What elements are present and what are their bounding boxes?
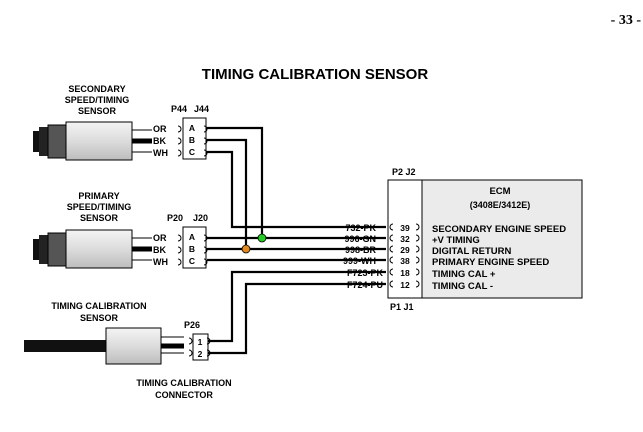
primary-sensor-body — [65, 229, 133, 269]
timing-calibration-sensor: TIMING CALIBRATION SENSOR P26 1 2 TIMING… — [24, 301, 232, 400]
wire-label-732-pk: 732-PK — [345, 223, 376, 233]
wire-label-996-gn: 996-GN — [344, 234, 376, 244]
cal-pin-1: 1 — [198, 337, 203, 347]
p20-label: P20 — [167, 213, 183, 223]
secondary-sensor: SECONDARY SPEED/TIMING SENSOR OR BK WH P… — [33, 84, 209, 161]
p44-label: P44 — [171, 104, 187, 114]
ecm-signal-secondary-engine-speed: SECONDARY ENGINE SPEED — [432, 224, 566, 235]
junction-green — [257, 233, 267, 243]
p26-label: P26 — [184, 320, 200, 330]
wire-f724-pu — [208, 282, 386, 355]
cal-connector-label-2: CONNECTOR — [155, 390, 213, 400]
primary-wire-bk: BK — [153, 245, 166, 255]
primary-sensor-nut — [39, 235, 48, 264]
ecm-pin-38: 38 — [400, 256, 410, 266]
wiring — [207, 126, 386, 355]
primary-sensor-label-3: SENSOR — [80, 213, 119, 223]
wire-labels: 732-PK 996-GN 998-BR 999-WH F723-PK F724… — [343, 223, 384, 290]
secondary-sensor-hex — [47, 124, 67, 159]
ecm-connector-block — [387, 179, 423, 299]
wire-secondary-or — [207, 126, 264, 238]
ecm-name: ECM — [489, 186, 510, 197]
primary-pin-a: A — [189, 232, 195, 242]
secondary-sensor-label-2: SPEED/TIMING — [65, 95, 130, 105]
secondary-sensor-body — [65, 121, 133, 161]
cal-sensor-label-2: SENSOR — [80, 313, 119, 323]
j44-label: J44 — [194, 104, 209, 114]
cal-pin-2: 2 — [198, 349, 203, 359]
cal-sensor-label-1: TIMING CALIBRATION — [51, 301, 146, 311]
ecm-top-connector-label: P2 J2 — [392, 167, 416, 177]
wire-732-pk — [207, 150, 386, 229]
primary-sensor-tip — [33, 239, 39, 260]
j20-label: J20 — [193, 213, 208, 223]
page-number: - 33 - — [611, 13, 642, 28]
primary-sensor-hex — [47, 232, 67, 267]
cal-sensor-probe — [24, 340, 106, 352]
wire-label-f723-pk: F723-PK — [347, 268, 384, 278]
ecm-body — [421, 179, 583, 299]
wire-secondary-bk — [207, 138, 248, 249]
wire-f723-pk — [208, 270, 386, 343]
primary-wire-wh: WH — [153, 257, 168, 267]
ecm-pin-29: 29 — [400, 245, 410, 255]
primary-sensor-label-1: PRIMARY — [78, 191, 119, 201]
secondary-pin-a: A — [189, 123, 195, 133]
ecm-bottom-connector-label: P1 J1 — [390, 302, 414, 312]
secondary-sensor-label-3: SENSOR — [78, 106, 117, 116]
primary-pin-c: C — [189, 256, 195, 266]
secondary-wire-wh: WH — [153, 148, 168, 158]
diagram-title: TIMING CALIBRATION SENSOR — [202, 66, 429, 83]
secondary-pin-b: B — [189, 135, 195, 145]
ecm-signal-primary-engine-speed: PRIMARY ENGINE SPEED — [432, 257, 549, 268]
junction-orange — [241, 244, 251, 254]
primary-wire-or: OR — [153, 233, 167, 243]
ecm-signal-timing-cal-minus: TIMING CAL - — [432, 281, 493, 292]
primary-pin-b: B — [189, 244, 195, 254]
secondary-wire-bk: BK — [153, 136, 166, 146]
ecm-signal-v-timing: +V TIMING — [432, 235, 480, 246]
wire-label-998-br: 998-BR — [345, 245, 377, 255]
ecm-pin-39: 39 — [400, 223, 410, 233]
ecm-pin-18: 18 — [400, 268, 410, 278]
secondary-sensor-label-1: SECONDARY — [68, 84, 125, 94]
secondary-wire-or: OR — [153, 124, 167, 134]
p26-connector — [192, 333, 209, 361]
primary-sensor-label-2: SPEED/TIMING — [67, 202, 132, 212]
wire-label-999-wh: 999-WH — [343, 256, 376, 266]
secondary-sensor-tip — [33, 131, 39, 152]
ecm: P2 J2 ECM (3408E/3412E) 39 32 29 38 18 1… — [387, 167, 583, 312]
ecm-pin-12: 12 — [400, 280, 410, 290]
primary-sensor: PRIMARY SPEED/TIMING SENSOR OR BK WH P20… — [33, 191, 208, 269]
secondary-pin-c: C — [189, 147, 195, 157]
cal-sensor-body — [105, 327, 162, 365]
ecm-signal-timing-cal-plus: TIMING CAL + — [432, 269, 496, 280]
ecm-signal-digital-return: DIGITAL RETURN — [432, 246, 511, 257]
wire-label-f724-pu: F724-PU — [347, 280, 383, 290]
cal-connector-label-1: TIMING CALIBRATION — [136, 378, 231, 388]
secondary-sensor-nut — [39, 127, 48, 156]
ecm-pin-32: 32 — [400, 234, 410, 244]
ecm-model: (3408E/3412E) — [470, 200, 531, 210]
